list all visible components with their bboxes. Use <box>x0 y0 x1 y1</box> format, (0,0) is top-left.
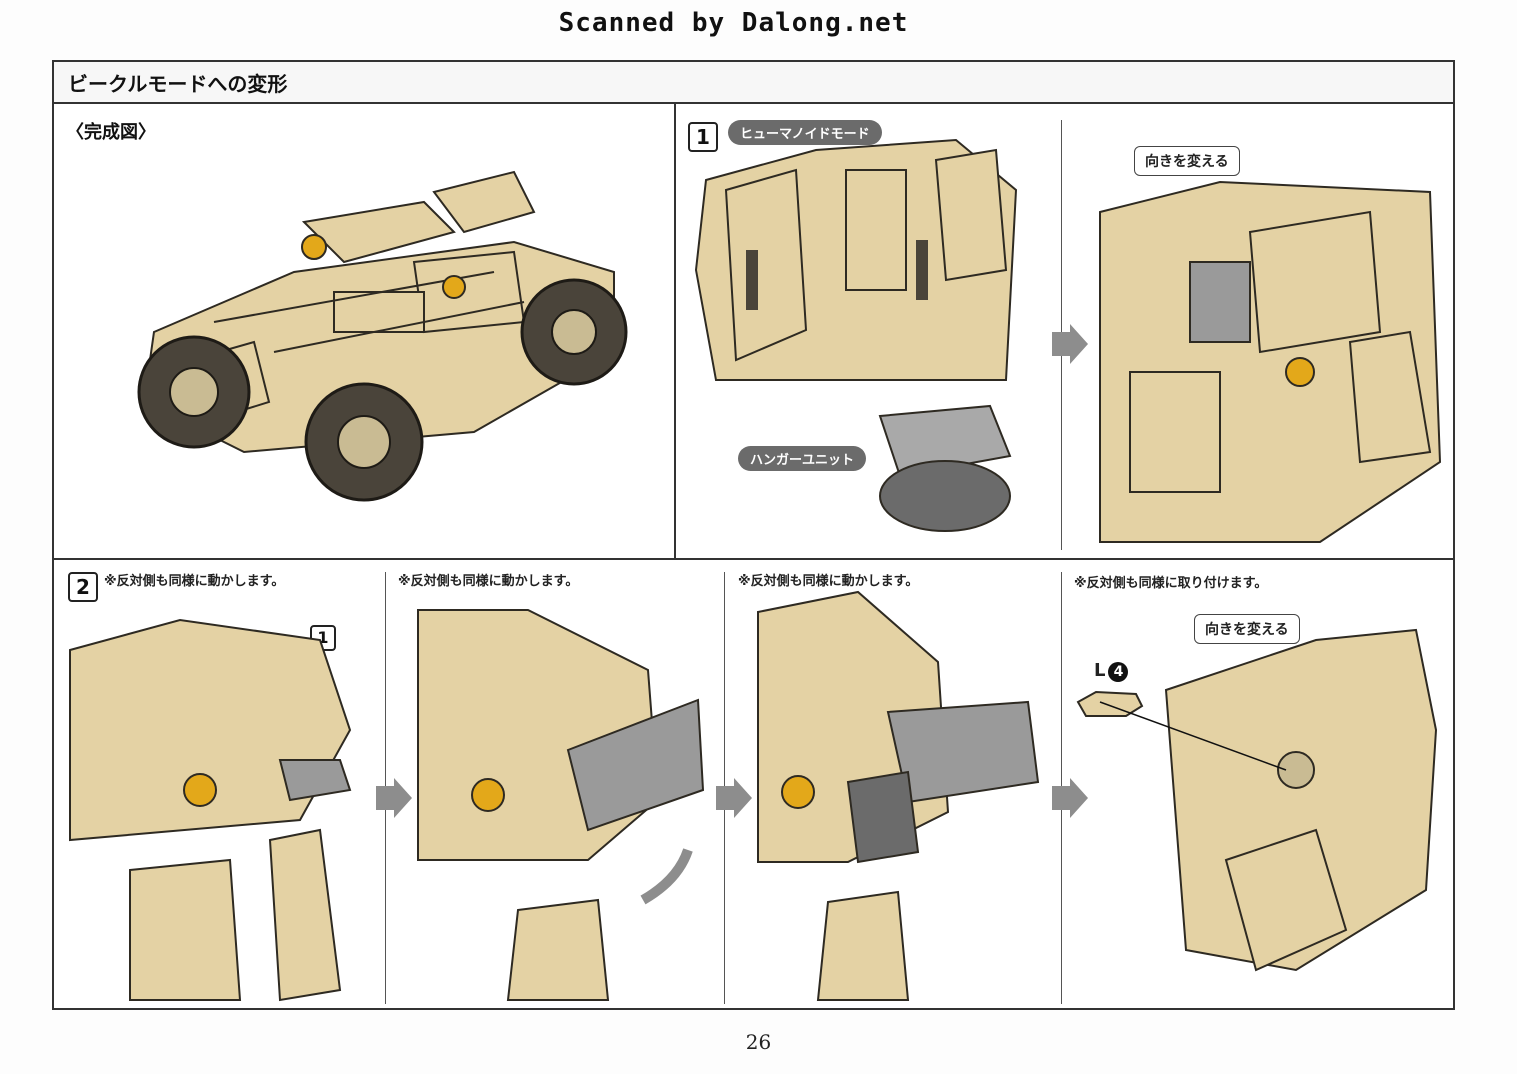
step2-note-1: ※反対側も同様に動かします。 <box>104 574 285 589</box>
step-1-number: 1 <box>688 122 718 152</box>
next-arrow-icon <box>716 778 752 818</box>
hanger-unit-illustration <box>878 404 1012 532</box>
turn-callout: 向きを変える <box>1134 146 1240 176</box>
part-side-letter: L <box>1094 660 1106 681</box>
step2-panel1-illustration <box>69 618 352 1002</box>
page-number: 26 <box>745 1030 772 1054</box>
step2-note-4: ※反対側も同様に取り付けます。 <box>1074 576 1268 591</box>
next-arrow-icon <box>1052 324 1088 364</box>
next-arrow-icon <box>376 778 412 818</box>
step-2-number: 2 <box>68 572 98 602</box>
next-arrow-icon <box>1052 778 1088 818</box>
part-l4-illustration <box>1076 690 1144 717</box>
hanger-unit-label: ハンガーユニット <box>738 446 867 471</box>
step2-note-3: ※反対側も同様に動かします。 <box>738 574 919 589</box>
step1-result-illustration <box>1099 180 1442 543</box>
completed-label: 〈完成図〉 <box>66 122 156 143</box>
humanoid-illustration <box>694 138 1018 381</box>
vehicle-illustration <box>137 170 628 502</box>
scan-watermark: Scanned by Dalong.net <box>558 8 909 38</box>
divider-row <box>54 558 1453 560</box>
step2-panel3-illustration <box>757 590 1040 1001</box>
step2-panel4-illustration <box>1099 628 1438 972</box>
title-bar: ビークルモードへの変形 <box>54 62 1453 104</box>
humanoid-mode-label: ヒューマノイドモード <box>728 120 882 145</box>
divider-completed-step1 <box>674 104 676 559</box>
turn-callout-2: 向きを変える <box>1194 614 1300 644</box>
part-number-badge: 4 <box>1108 662 1129 682</box>
instruction-frame: ビークルモードへの変形 〈完成図〉 <box>52 60 1455 1010</box>
step2-panel2-illustration <box>417 609 705 1001</box>
page-title: ビークルモードへの変形 <box>68 72 288 96</box>
step2-note-2: ※反対側も同様に動かします。 <box>398 574 579 589</box>
